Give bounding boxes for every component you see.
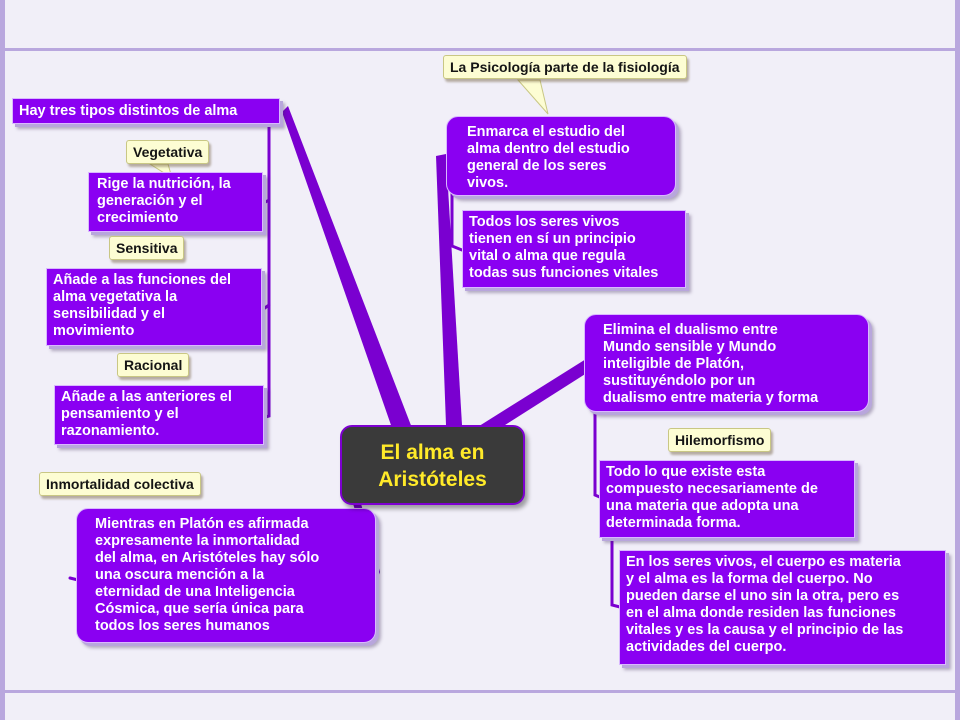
branch-to-enmarca bbox=[436, 154, 462, 425]
subbranch-sensitiva bbox=[260, 303, 271, 312]
line: vitales y es la causa y el principio de … bbox=[626, 622, 904, 638]
slide-bottom-rule bbox=[0, 690, 960, 693]
line: Mundo sensible y Mundo bbox=[603, 339, 777, 355]
line: una oscura mención a la bbox=[95, 567, 265, 583]
line: movimiento bbox=[53, 323, 135, 339]
line: generación y el bbox=[97, 193, 203, 209]
label-vegetativa: Vegetativa bbox=[126, 140, 210, 164]
line: determinada forma. bbox=[606, 515, 741, 531]
subbranch-tipos bbox=[260, 110, 282, 420]
line: todos los seres humanos bbox=[95, 618, 270, 634]
line: Rige la nutrición, la bbox=[97, 176, 231, 192]
callout-pointer-psicologia bbox=[516, 79, 549, 115]
line: Añade a las funciones del bbox=[53, 272, 232, 288]
node-sensitiva[interactable]: Añade a las funciones del alma vegetativ… bbox=[46, 268, 262, 346]
node-vegetativa[interactable]: Rige la nutrición, la generación y el cr… bbox=[88, 172, 263, 232]
line: pueden darse el uno sin la otra, pero es bbox=[626, 588, 900, 604]
label-racional: Racional bbox=[117, 353, 190, 377]
central-topic[interactable]: El alma en Aristóteles bbox=[340, 425, 525, 505]
subbranch-todo bbox=[610, 536, 622, 609]
line: inteligible de Platón, bbox=[603, 356, 744, 372]
line: eternidad de una Inteligencia bbox=[95, 584, 295, 600]
label-inmortalidad: Inmortalidad colectiva bbox=[39, 472, 201, 496]
node-seres-vivos[interactable]: En los seres vivos, el cuerpo es materia… bbox=[619, 550, 946, 665]
line: alma vegetativa la bbox=[53, 289, 178, 305]
line: todas sus funciones vitales bbox=[469, 265, 659, 281]
line: compuesto necesariamente de bbox=[606, 481, 818, 497]
central-topic-line: Aristóteles bbox=[378, 468, 487, 491]
line: del alma, en Aristóteles hay sólo bbox=[95, 550, 320, 566]
line: sustituyéndolo por un bbox=[603, 373, 756, 389]
line: Todo lo que existe esta bbox=[606, 464, 766, 480]
line: una materia que adopta una bbox=[606, 498, 799, 514]
node-tres-tipos-text: Hay tres tipos distintos de alma bbox=[19, 103, 238, 119]
central-topic-line: El alma en bbox=[380, 441, 485, 464]
line: razonamiento. bbox=[61, 423, 160, 439]
line: y el alma es la forma del cuerpo. No bbox=[626, 571, 873, 587]
line: Enmarca el estudio del bbox=[467, 124, 625, 140]
line: crecimiento bbox=[97, 210, 179, 226]
line: pensamiento y el bbox=[61, 406, 179, 422]
line: tienen en sí un principio bbox=[469, 231, 636, 247]
node-platon[interactable]: Mientras en Platón es afirmada expresame… bbox=[76, 508, 376, 643]
branch-to-tipos bbox=[282, 106, 412, 428]
line: en el alma donde residen las funciones bbox=[626, 605, 896, 621]
label-hilemorfismo: Hilemorfismo bbox=[668, 428, 772, 452]
line: En los seres vivos, el cuerpo es materia bbox=[626, 554, 901, 570]
label-sensitiva: Sensitiva bbox=[109, 236, 185, 260]
branch-to-elimina bbox=[476, 359, 590, 432]
line: Elimina el dualismo entre bbox=[603, 322, 778, 338]
subbranch-vegetativa bbox=[260, 198, 271, 206]
line: alma dentro del estudio bbox=[467, 141, 630, 157]
node-racional[interactable]: Añade a las anteriores el pensamiento y … bbox=[54, 385, 264, 445]
line: general de los seres bbox=[467, 158, 607, 174]
line: expresamente la inmortalidad bbox=[95, 533, 300, 549]
line: sensibilidad y el bbox=[53, 306, 166, 322]
node-todos-seres[interactable]: Todos los seres vivos tienen en sí un pr… bbox=[462, 210, 686, 288]
line: Todos los seres vivos bbox=[469, 214, 620, 230]
node-elimina[interactable]: Elimina el dualismo entre Mundo sensible… bbox=[584, 314, 869, 412]
line: Cósmica, que sería única para bbox=[95, 601, 304, 617]
node-enmarca[interactable]: Enmarca el estudio del alma dentro del e… bbox=[446, 116, 676, 196]
line: actividades del cuerpo. bbox=[626, 639, 787, 655]
line: Mientras en Platón es afirmada bbox=[95, 516, 309, 532]
line: Añade a las anteriores el bbox=[61, 389, 232, 405]
slide-top-rule bbox=[0, 48, 960, 51]
line: vivos. bbox=[467, 175, 509, 191]
line: dualismo entre materia y forma bbox=[603, 390, 819, 406]
line: vital o alma que regula bbox=[469, 248, 626, 264]
label-psicologia: La Psicología parte de la fisiología bbox=[443, 55, 687, 79]
node-tres-tipos[interactable]: Hay tres tipos distintos de alma bbox=[12, 98, 280, 124]
node-todo-existe[interactable]: Todo lo que existe esta compuesto necesa… bbox=[599, 460, 855, 538]
